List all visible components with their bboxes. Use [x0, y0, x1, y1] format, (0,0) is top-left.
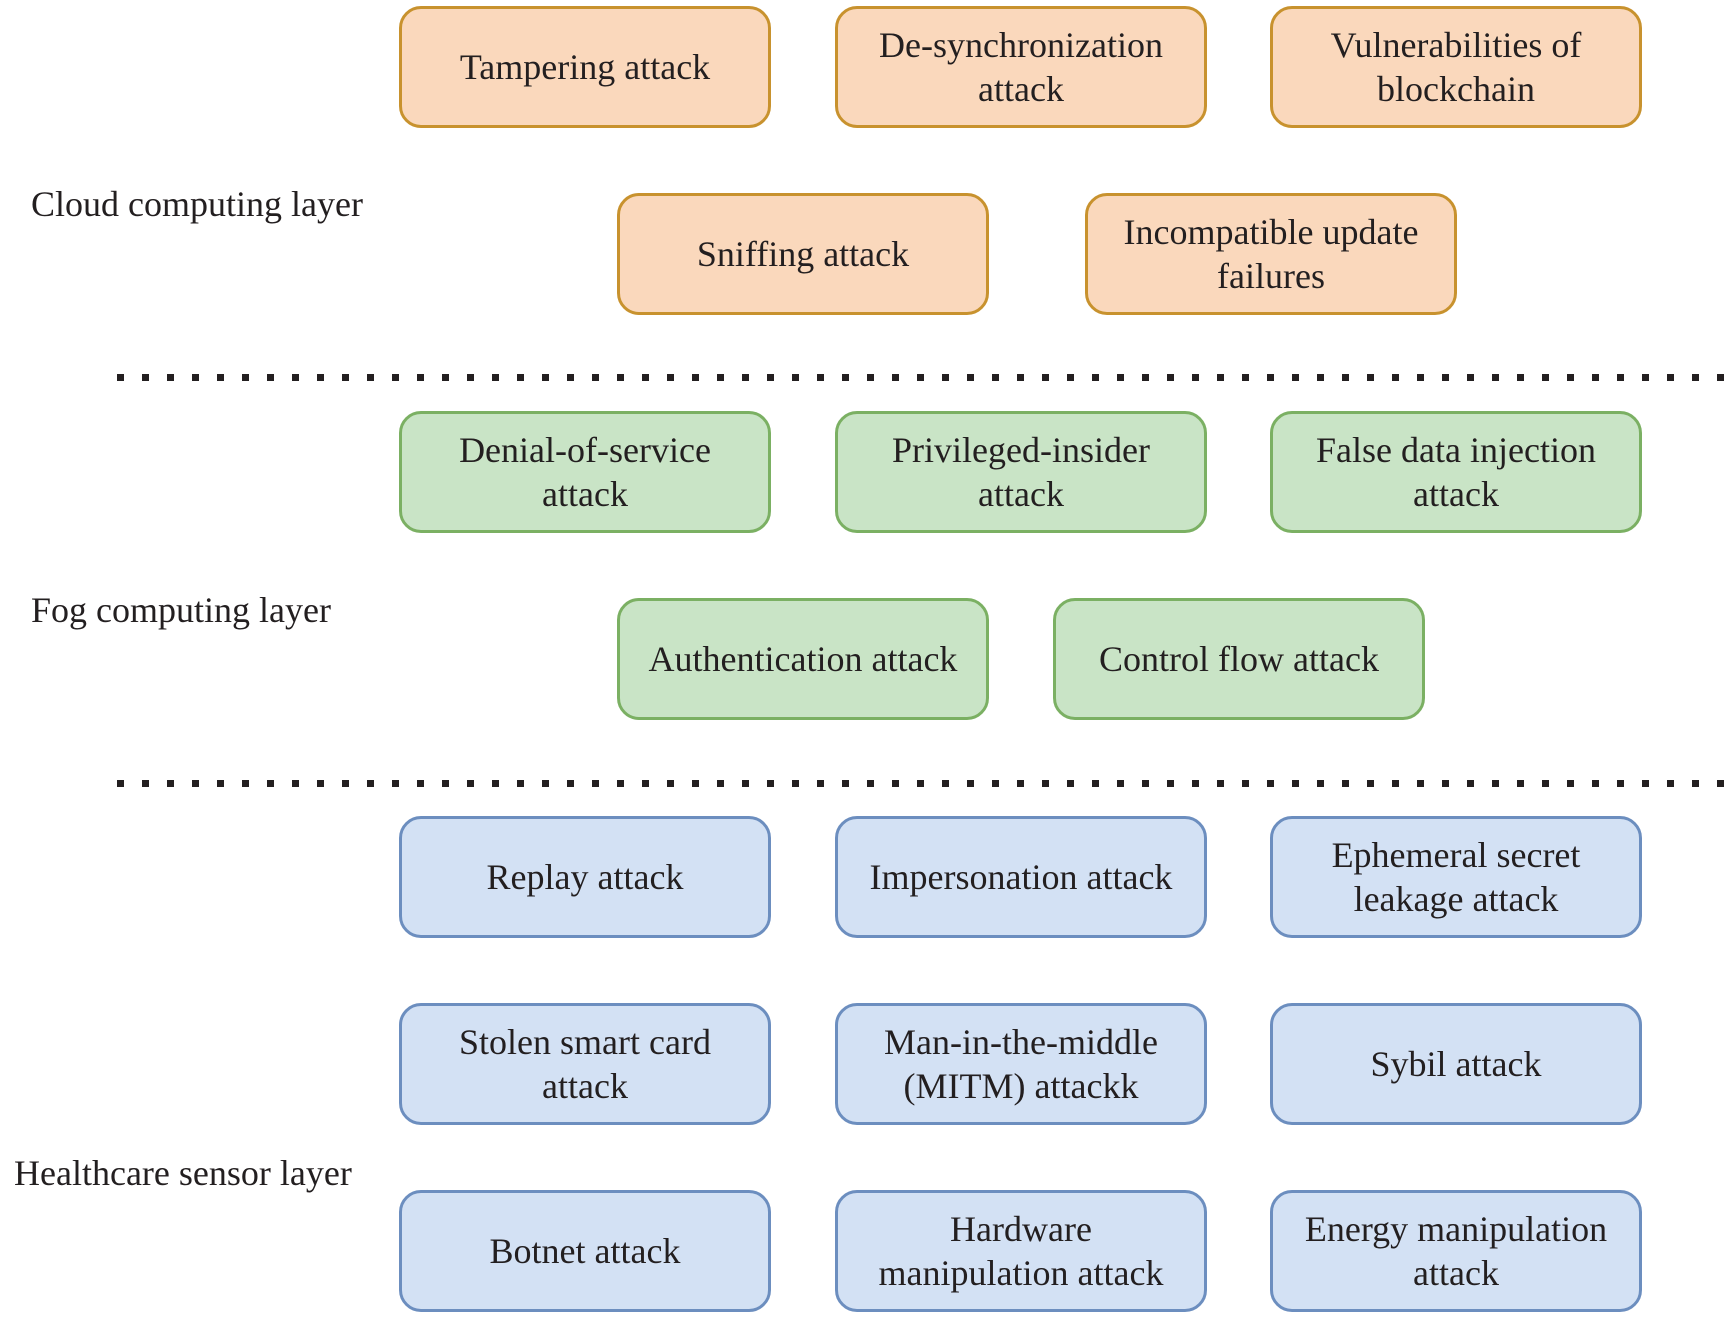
attack-label: Control flow attack [1099, 639, 1379, 679]
attack-label: Energy manipulation attack [1304, 1209, 1608, 1293]
attack-box-authentication: Authentication attack [617, 598, 989, 720]
attack-label: Denial-of-service attack [459, 430, 711, 514]
attack-box-stolen-smart-card: Stolen smart card attack [399, 1003, 771, 1125]
attack-box-denial-of-service: Denial-of-service attack [399, 411, 771, 533]
attack-box-incompatible-update: Incompatible update failures [1085, 193, 1457, 315]
cloud-layer-label: Cloud computing layer [31, 184, 363, 224]
attack-box-man-in-the-middle: Man-in-the-middle (MITM) attackk [835, 1003, 1207, 1125]
attack-label: Sniffing attack [696, 234, 910, 274]
attack-label: Stolen smart card attack [459, 1022, 711, 1106]
attack-label: Sybil attack [1370, 1044, 1542, 1084]
attack-box-de-synchronization: De-synchronization attack [835, 6, 1207, 128]
attack-box-ephemeral-secret-leakage: Ephemeral secret leakage attack [1270, 816, 1642, 938]
attack-label: Hardware manipulation attack [878, 1209, 1164, 1293]
attack-box-impersonation: Impersonation attack [835, 816, 1207, 938]
attack-label: Vulnerabilities of blockchain [1330, 25, 1582, 109]
attack-box-botnet: Botnet attack [399, 1190, 771, 1312]
attack-box-privileged-insider: Privileged-insider attack [835, 411, 1207, 533]
attack-label: Man-in-the-middle (MITM) attackk [884, 1022, 1158, 1106]
layer-divider-fog-sensor [117, 780, 1732, 787]
attack-label: Botnet attack [489, 1231, 681, 1271]
attack-box-sniffing: Sniffing attack [617, 193, 989, 315]
attack-box-energy-manipulation: Energy manipulation attack [1270, 1190, 1642, 1312]
layer-divider-cloud-fog [117, 374, 1732, 381]
attack-box-control-flow: Control flow attack [1053, 598, 1425, 720]
attack-label: Authentication attack [648, 639, 958, 679]
attack-box-replay: Replay attack [399, 816, 771, 938]
sensor-layer-label: Healthcare sensor layer [14, 1153, 352, 1193]
attack-box-sybil: Sybil attack [1270, 1003, 1642, 1125]
attack-label: Incompatible update failures [1123, 212, 1419, 296]
attack-box-blockchain-vulnerabilities: Vulnerabilities of blockchain [1270, 6, 1642, 128]
fog-layer-label: Fog computing layer [31, 590, 331, 630]
attack-label: Privileged-insider attack [892, 430, 1150, 514]
attack-box-hardware-manipulation: Hardware manipulation attack [835, 1190, 1207, 1312]
attack-label: De-synchronization attack [879, 25, 1163, 109]
attack-label: Ephemeral secret leakage attack [1331, 835, 1581, 919]
attack-label: Tampering attack [459, 47, 711, 87]
attack-label: Replay attack [486, 857, 684, 897]
attack-label: Impersonation attack [869, 857, 1173, 897]
attack-box-tampering: Tampering attack [399, 6, 771, 128]
attack-label: False data injection attack [1316, 430, 1596, 514]
attack-box-false-data-injection: False data injection attack [1270, 411, 1642, 533]
